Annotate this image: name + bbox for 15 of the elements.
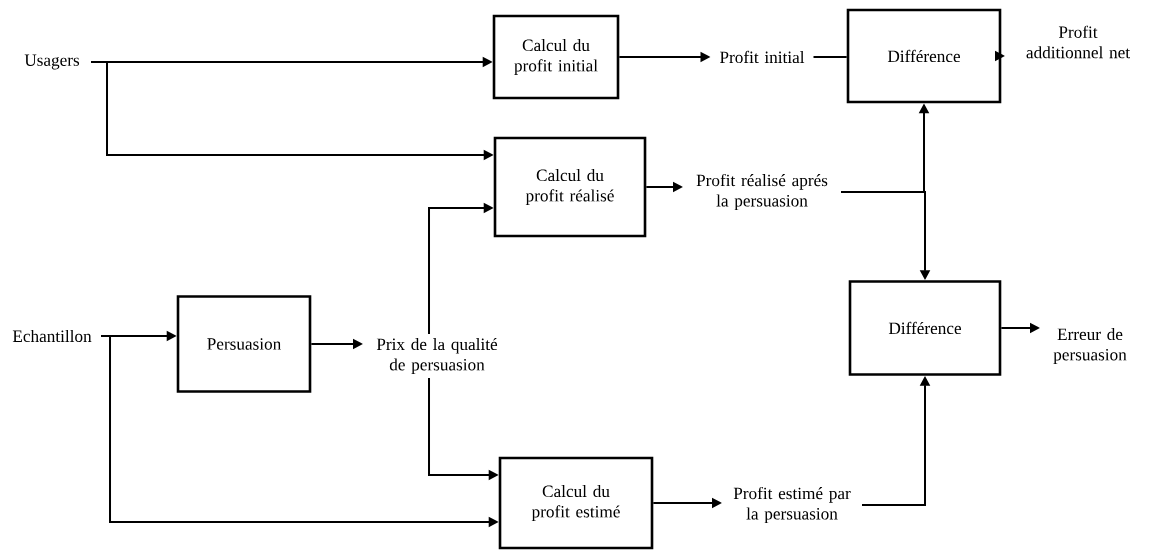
connector-line (812, 56, 848, 58)
flow-label: Profit additionnel net (1026, 25, 1130, 59)
process-box: Différence (846, 8, 1002, 104)
flow-label: Prix de la qualité de persuasion (376, 338, 498, 374)
flow-label: Profit initial (720, 50, 805, 64)
flow-label: Echantillon (12, 329, 92, 343)
flow-label: Erreur de persuasion (1053, 328, 1127, 364)
process-box: Différence (848, 280, 1002, 376)
process-box: Calcul du profit initial (492, 14, 620, 100)
process-box: Calcul du profit réalisé (493, 136, 647, 238)
flow-label: Profit estimé par la persuasion (733, 486, 851, 524)
flow-label: Usagers (24, 54, 80, 70)
process-box: Calcul du profit estimé (498, 456, 654, 550)
flow-label: Profit réalisé aprés la persuasion (696, 173, 828, 211)
process-box: Persuasion (176, 295, 312, 393)
